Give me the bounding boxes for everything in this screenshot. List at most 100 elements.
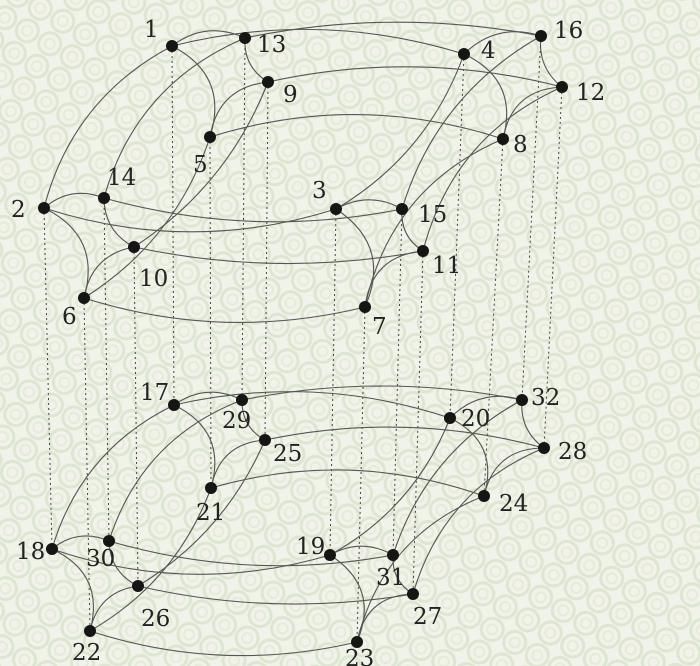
vertex-label-15: 15 (418, 202, 447, 228)
vertex-label-19: 19 (296, 534, 325, 560)
edge-24-20 (449, 417, 489, 497)
edge-13-14 (103, 37, 246, 199)
edge-12-11 (422, 86, 563, 252)
edge-8-4 (463, 53, 508, 140)
vertex-label-29: 29 (222, 408, 251, 434)
vertex-label-12: 12 (576, 80, 605, 106)
vertex-label-22: 22 (72, 640, 101, 666)
vertex-23 (351, 636, 363, 648)
edge-2-14 (43, 192, 105, 209)
vertex-25 (259, 434, 271, 446)
vertex-15 (396, 203, 408, 215)
vertex-14 (98, 192, 110, 204)
edge-21-24 (210, 469, 485, 497)
edge-21-22 (89, 487, 212, 632)
vertical-edge-6-22 (83, 297, 91, 632)
vertex-10 (128, 241, 140, 253)
vertex-label-25: 25 (273, 441, 302, 467)
vertex-label-1: 1 (144, 17, 159, 43)
edge-29-32 (241, 385, 523, 401)
vertical-edge-16-32 (521, 35, 542, 401)
edge-26-27 (137, 585, 414, 605)
vertical-edge-13-29 (241, 37, 246, 401)
edge-23-19 (329, 554, 365, 643)
edge-20-19 (329, 417, 451, 556)
vertex-label-8: 8 (513, 132, 528, 158)
edge-18-19 (51, 548, 331, 575)
vertex-label-30: 30 (86, 546, 115, 572)
edge-8-7 (364, 138, 504, 308)
vertex-27 (407, 588, 419, 600)
vertex-label-9: 9 (283, 82, 298, 108)
vertex-7 (359, 301, 371, 313)
vertex-label-14: 14 (107, 165, 136, 191)
edge-22-18 (51, 548, 94, 632)
edge-28-27 (412, 447, 545, 595)
edge-3-15 (335, 199, 403, 210)
vertex-label-21: 21 (196, 500, 225, 526)
edge-17-20 (173, 391, 451, 419)
vertex-28 (538, 442, 550, 454)
edge-30-31 (108, 540, 394, 567)
edge-25-28 (264, 426, 545, 449)
vertex-12 (556, 81, 568, 93)
edge-9-12 (267, 66, 563, 88)
edge-5-6 (83, 136, 211, 299)
vertex-label-23: 23 (345, 646, 374, 666)
edge-2-3 (43, 207, 337, 233)
vertex-label-6: 6 (62, 304, 77, 330)
vertex-16 (535, 30, 547, 42)
vertex-label-5: 5 (193, 152, 208, 178)
vertex-18 (46, 543, 58, 555)
vertex-6 (78, 292, 90, 304)
edge-29-30 (108, 399, 243, 542)
edge-22-23 (89, 630, 358, 657)
vertex-11 (417, 245, 429, 257)
edge-17-29 (173, 391, 243, 406)
edge-1-4 (171, 28, 465, 55)
vertical-edge-4-20 (449, 53, 465, 419)
vertex-label-10: 10 (139, 266, 168, 292)
vertical-edge-11-27 (412, 250, 424, 595)
vertex-label-32: 32 (531, 385, 560, 411)
vertex-3 (330, 203, 342, 215)
edge-25-26 (137, 439, 266, 587)
edge-16-15 (401, 35, 542, 210)
edge-13-16 (244, 21, 542, 39)
edge-4-16 (463, 31, 542, 55)
vertex-1 (166, 40, 178, 52)
vertex-31 (387, 549, 399, 561)
vertex-label-2: 2 (11, 197, 26, 223)
vertex-32 (516, 394, 528, 406)
vertical-edge-10-26 (133, 246, 139, 587)
vertex-30 (103, 535, 115, 547)
vertex-label-24: 24 (499, 491, 528, 517)
vertex-label-4: 4 (481, 38, 496, 64)
edge-24-23 (356, 495, 485, 643)
edge-9-10 (133, 81, 269, 248)
edge-6-7 (83, 297, 366, 323)
vertex-4 (458, 48, 470, 60)
edge-6-2 (43, 207, 89, 299)
vertex-5 (204, 131, 216, 143)
edge-5-1 (171, 45, 216, 138)
vertex-label-7: 7 (372, 314, 387, 340)
vertex-label-3: 3 (312, 178, 327, 204)
vertex-label-18: 18 (16, 539, 45, 565)
edge-4-3 (335, 53, 465, 210)
edge-10-11 (133, 246, 424, 265)
vertical-edge-5-21 (209, 136, 212, 489)
edge-17-18 (51, 404, 175, 550)
vertex-8 (497, 133, 509, 145)
vertex-label-27: 27 (413, 604, 442, 630)
vertex-17 (168, 399, 180, 411)
vertex-label-20: 20 (461, 406, 490, 432)
vertex-13 (239, 32, 251, 44)
edge-1-13 (171, 30, 246, 47)
edge-5-8 (209, 114, 504, 140)
vertex-label-11: 11 (432, 253, 461, 279)
vertex-29 (236, 394, 248, 406)
